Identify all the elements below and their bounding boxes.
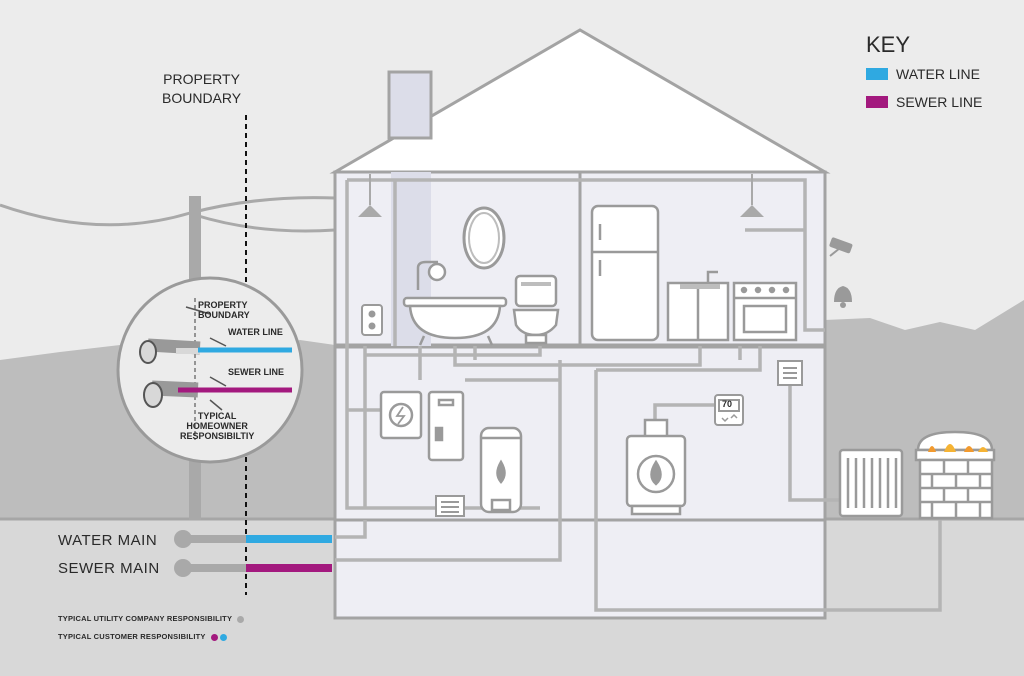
furnace-icon [625,418,687,516]
water-heater-icon [479,426,523,514]
sewer-line-swatch [866,96,888,108]
sewer-dot-icon [210,633,218,641]
inset-sewer-pipe [143,376,292,411]
power-line [0,196,336,227]
inset-magnifier [116,276,304,464]
alarm-bell-icon [834,286,852,308]
electrical-panel-icon [379,390,423,440]
inset-resp-line3: RESPONSIBILTIY [180,431,255,441]
customer-responsibility-note: TYPICAL CUSTOMER RESPONSIBILITY [58,632,227,641]
oven-icon [732,281,798,342]
key-title: KEY [866,32,911,57]
mirror-icon [462,206,506,270]
water-softener-icon [427,390,465,462]
utility-note-text: TYPICAL UTILITY COMPANY RESPONSIBILITY [58,614,233,623]
wall-outlet-icon [361,304,383,336]
utility-dot-icon [237,615,245,623]
property-boundary-line2: BOUNDARY [162,90,242,106]
inset-boundary-label: PROPERTY BOUNDARY [198,300,250,320]
outdoor-grill-icon [914,430,996,520]
inset-responsibility-label: TYPICAL HOMEOWNER RESPONSIBILTIY [180,411,254,441]
inset-resp-line1: TYPICAL [197,411,237,421]
ceiling-lamp-left [358,174,382,217]
inset-water-pipe [139,337,292,364]
ceiling-lamp-right [740,174,764,217]
house-pipes [335,178,942,612]
bathtub-icon [402,260,508,346]
water-dot-icon [219,633,227,641]
thermostat-reading: 70 [722,399,733,409]
inset-boundary-line1: PROPERTY [198,300,248,310]
customer-note-text: TYPICAL CUSTOMER RESPONSIBILITY [58,632,206,641]
inset-resp-line2: HOMEOWNER [186,421,248,431]
key-water-line: WATER LINE [896,66,981,82]
inset-boundary-line2: BOUNDARY [198,310,250,320]
sewer-main-cap [174,559,192,577]
inset-water-line-label: WATER LINE [228,327,283,337]
key-sewer-line: SEWER LINE [896,94,983,110]
sewer-main-label: SEWER MAIN [58,560,160,577]
property-boundary-line1: PROPERTY [163,71,240,87]
utility-responsibility-note: TYPICAL UTILITY COMPANY RESPONSIBILITY [58,614,245,623]
property-boundary-label: PROPERTY BOUNDARY [162,70,241,108]
water-main-label: WATER MAIN [58,532,158,549]
water-line-swatch [866,68,888,80]
ac-unit-icon [838,448,904,518]
wall-vent-icon [777,360,803,386]
water-main-cap [174,530,192,548]
inset-sewer-line-label: SEWER LINE [228,367,285,377]
security-camera-icon [829,237,853,257]
fire-flames-icon [928,444,988,452]
thermostat-icon [714,394,744,426]
kitchen-sink-icon [666,270,730,342]
floor-register-icon [435,495,465,517]
refrigerator-icon [590,204,660,342]
toilet-icon [512,274,560,345]
